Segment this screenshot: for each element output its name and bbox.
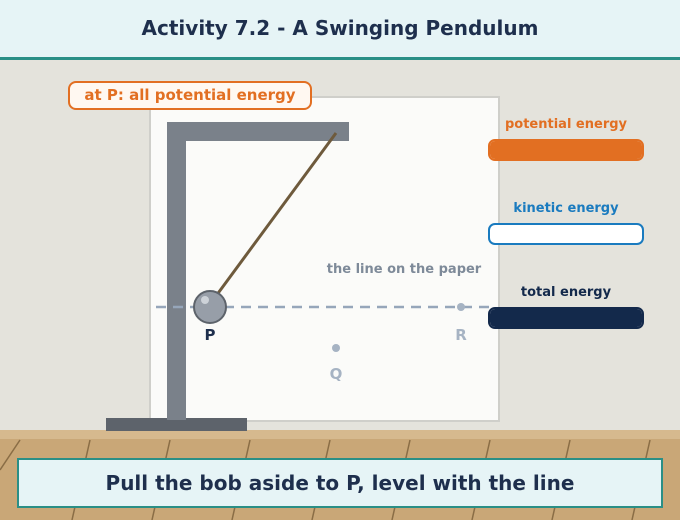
energy-state-tag: at P: all potential energy <box>68 81 312 110</box>
paper-sheet <box>149 96 500 422</box>
point-q-label: Q <box>330 365 343 383</box>
total-energy-fill <box>490 309 642 327</box>
pendulum-stand <box>106 122 349 431</box>
point-q-dot <box>332 344 340 352</box>
total-energy-bar <box>488 307 644 329</box>
page-title: Activity 7.2 - A Swinging Pendulum <box>141 16 539 40</box>
total-energy-label: total energy <box>520 285 612 300</box>
potential-energy-label: potential energy <box>504 117 628 132</box>
point-r-label: R <box>455 326 467 344</box>
line-label: the line on the paper <box>327 262 482 277</box>
pendulum-bob[interactable] <box>193 290 227 324</box>
header-bar: Activity 7.2 - A Swinging Pendulum <box>0 0 680 60</box>
kinetic-energy-bar <box>488 223 644 245</box>
instruction-caption: Pull the bob aside to P, level with the … <box>17 458 663 508</box>
potential-energy-bar <box>488 139 644 161</box>
pendulum-string <box>214 132 338 297</box>
point-r-dot <box>457 303 465 311</box>
kinetic-energy-label: kinetic energy <box>513 201 619 216</box>
point-p-label: P <box>205 326 216 344</box>
bob-highlight <box>201 296 209 304</box>
potential-energy-fill <box>490 141 642 159</box>
